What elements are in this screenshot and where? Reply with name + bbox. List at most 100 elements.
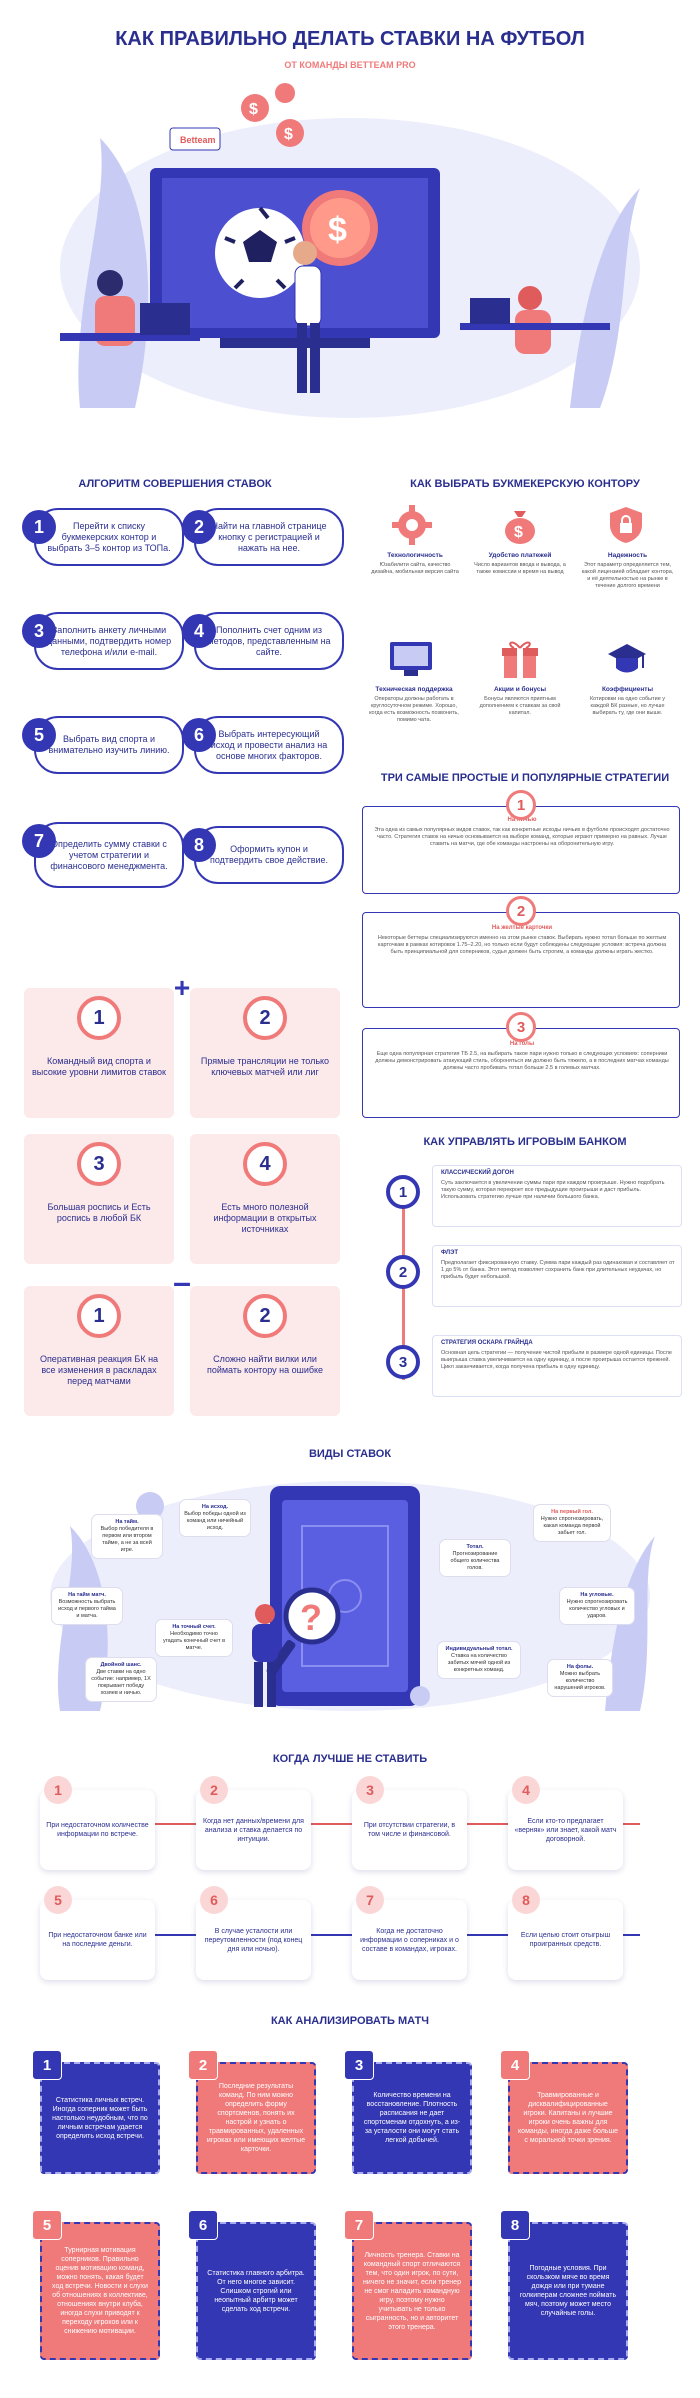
bet-type-name: На тайм.: [115, 1519, 139, 1525]
page-subtitle: ОТ КОМАНДЫ BETTEAM PRO: [284, 60, 416, 70]
analysis-number: 4: [500, 2050, 530, 2080]
analysis-number: 2: [188, 2050, 218, 2080]
step-text: Оформить купон и подтвердить свое действ…: [209, 844, 329, 865]
when-not-number: 4: [512, 1776, 540, 1804]
pro-number: 1: [77, 996, 121, 1040]
strategy-number: 2: [506, 896, 536, 926]
analysis-card: Статистика личных встреч. Иногда соперни…: [40, 2062, 160, 2174]
criteria-text: Бонусы являются приятным дополнением к с…: [479, 696, 561, 716]
analysis-text: Последние результаты команд. По ним можн…: [206, 2083, 306, 2153]
gift-icon: [500, 638, 540, 680]
svg-text:$: $: [249, 101, 258, 118]
when-not-number: 7: [356, 1886, 384, 1914]
bet-type-bubble: На тайм матч.Возможность выбрать исход и…: [52, 1588, 122, 1624]
analysis-text: Количество времени на восстановление. Пл…: [363, 2092, 461, 2144]
bet-type-name: На исход.: [201, 1504, 229, 1510]
shield-icon: [606, 505, 646, 545]
algorithm-step: Определить сумму ставки с учетом стратег…: [34, 822, 184, 888]
bet-type-text: Ставка на количество забитых мячей одной…: [447, 1653, 511, 1673]
when-not-text: Когда не достаточно информации о соперни…: [360, 1927, 459, 1953]
when-not-number: 1: [44, 1776, 72, 1804]
analysis-number: 8: [500, 2210, 530, 2240]
bet-type-bubble: На тайм.Выбор победителя в первом или вт…: [92, 1515, 162, 1558]
analysis-card: Последние результаты команд. По ним можн…: [196, 2062, 316, 2174]
when-not-text: В случае усталости или переутомленности …: [204, 1927, 303, 1953]
analysis-card: Турнирная мотивация соперников. Правильн…: [40, 2222, 160, 2360]
step-text: Определить сумму ставки с учетом стратег…: [50, 838, 168, 871]
bet-type-bubble: На первый гол.Нужно спрогнозировать, как…: [534, 1505, 610, 1541]
monitor-icon: [388, 640, 434, 680]
strategy-card: На голы Еще одна популярная стратегия ТБ…: [362, 1028, 680, 1118]
criteria-title: Коэффициенты: [601, 686, 654, 693]
gear-icon: [392, 505, 432, 545]
money-bag-icon: $: [500, 505, 540, 545]
analysis-number: 6: [188, 2210, 218, 2240]
analysis-card: Личность тренера. Ставки на командный сп…: [352, 2222, 472, 2360]
analysis-text: Статистика главного арбитра. От него мно…: [207, 2269, 305, 2313]
analysis-title: КАК АНАЛИЗИРОВАТЬ МАТЧ: [270, 2015, 430, 2027]
logo-text: Betteam: [180, 135, 216, 145]
pro-text: Командный вид спорта и высокие уровни ли…: [32, 1056, 166, 1077]
strategy-number: 3: [506, 1012, 536, 1042]
bet-type-name: На угловые.: [580, 1592, 614, 1598]
bank-card: КЛАССИЧЕСКИЙ ДОГОН Суть заключается в ув…: [432, 1165, 682, 1227]
connector-line: [60, 1934, 640, 1936]
graduation-icon: [606, 640, 648, 680]
bet-types-title: ВИДЫ СТАВОК: [308, 1448, 392, 1460]
algorithm-step: Перейти к списку букмекерских контор и в…: [34, 508, 184, 566]
when-not-text: При недостаточном банке или на последние…: [48, 1932, 147, 1948]
bank-title: КАК УПРАВЛЯТЬ ИГРОВЫМ БАНКОМ: [423, 1136, 627, 1148]
bank-name: КЛАССИЧЕСКИЙ ДОГОН: [441, 1170, 514, 1176]
when-not-text: Когда нет данных/времени для анализа и с…: [203, 1817, 304, 1843]
bet-type-text: Две ставки на одно событие: например, 1Х…: [91, 1669, 151, 1696]
step-text: Заполнить анкету личными данными, подтве…: [46, 624, 172, 657]
bank-number: 2: [386, 1255, 420, 1289]
strategy-number: 1: [506, 790, 536, 820]
bank-name: СТРАТЕГИЯ ОСКАРА ГРАЙНДА: [441, 1340, 533, 1346]
algorithm-title: АЛГОРИТМ СОВЕРШЕНИЯ СТАВОК: [78, 478, 272, 490]
step-text: Выбрать вид спорта и внимательно изучить…: [48, 734, 170, 755]
when-not-text: При отсутствии стратегии, в том числе и …: [363, 1822, 456, 1838]
pro-number: 4: [243, 1142, 287, 1186]
analysis-text: Травмированные и дисквалифицированные иг…: [518, 2092, 618, 2144]
strategy-name: На голы: [509, 1041, 535, 1047]
svg-text:$: $: [514, 524, 523, 541]
bet-type-name: Индивидуальный тотал.: [445, 1646, 513, 1652]
analysis-number: 1: [32, 2050, 62, 2080]
bet-type-text: Нужно спрогнозировать, какая команда пер…: [540, 1516, 604, 1536]
when-not-text: При недостаточном количестве информации …: [46, 1822, 149, 1838]
criteria-title: Акции и бонусы: [493, 686, 547, 693]
analysis-number: 3: [344, 2050, 374, 2080]
bet-type-text: Можно выбрать количество нарушений игрок…: [554, 1671, 606, 1691]
pro-text: Прямые трансляции не только ключевых мат…: [200, 1056, 330, 1077]
bet-type-bubble: Двойной шанс.Две ставки на одно событие:…: [86, 1658, 156, 1701]
bank-name: ФЛЭТ: [441, 1250, 459, 1256]
strategy-card: На ничью Эта одна из самых популярных ви…: [362, 806, 680, 894]
pro-number: 2: [243, 996, 287, 1040]
analysis-text: Турнирная мотивация соперников. Правильн…: [52, 2247, 148, 2335]
step-text: Пополнить счет одним из методов, предста…: [207, 624, 331, 657]
step-number: 5: [22, 718, 56, 752]
analysis-text: Статистика личных встреч. Иногда соперни…: [52, 2096, 148, 2140]
when-not-text: Если целью стоит отыгрыш проигранных сре…: [520, 1932, 611, 1948]
bet-type-bubble: На фолы.Можно выбрать количество нарушен…: [548, 1660, 612, 1696]
analysis-card: Статистика главного арбитра. От него мно…: [196, 2222, 316, 2360]
analysis-card: Количество времени на восстановление. Пл…: [352, 2062, 472, 2174]
strategy-card: На желтые карточки Некоторые беттеры спе…: [362, 912, 680, 1008]
bank-card: СТРАТЕГИЯ ОСКАРА ГРАЙНДА Основная цель с…: [432, 1335, 682, 1397]
when-not-title: КОГДА ЛУЧШЕ НЕ СТАВИТЬ: [272, 1753, 428, 1765]
analysis-card: Погодные условия. При скользком мяче во …: [508, 2222, 628, 2360]
pro-text: Большая роспись и Есть роспись в любой Б…: [47, 1202, 151, 1223]
analysis-number: 5: [32, 2210, 62, 2240]
algorithm-step: Найти на главной странице кнопку с регис…: [194, 508, 344, 566]
criteria-text: Этот параметр определяется тем, какой ли…: [581, 562, 674, 589]
bet-type-name: На тайм матч.: [68, 1592, 106, 1598]
con-number: 2: [243, 1294, 287, 1338]
step-text: Найти на главной странице кнопку с регис…: [211, 520, 327, 553]
page-title: КАК ПРАВИЛЬНО ДЕЛАТЬ СТАВКИ НА ФУТБОЛ: [115, 28, 585, 50]
analysis-card: Травмированные и дисквалифицированные иг…: [508, 2062, 628, 2174]
connector-line: [60, 1823, 640, 1825]
svg-text:?: ?: [300, 1597, 322, 1638]
when-not-text: Если кто-то предлагает «верняк» или знае…: [514, 1817, 617, 1843]
bet-type-name: На первый гол.: [551, 1509, 593, 1515]
